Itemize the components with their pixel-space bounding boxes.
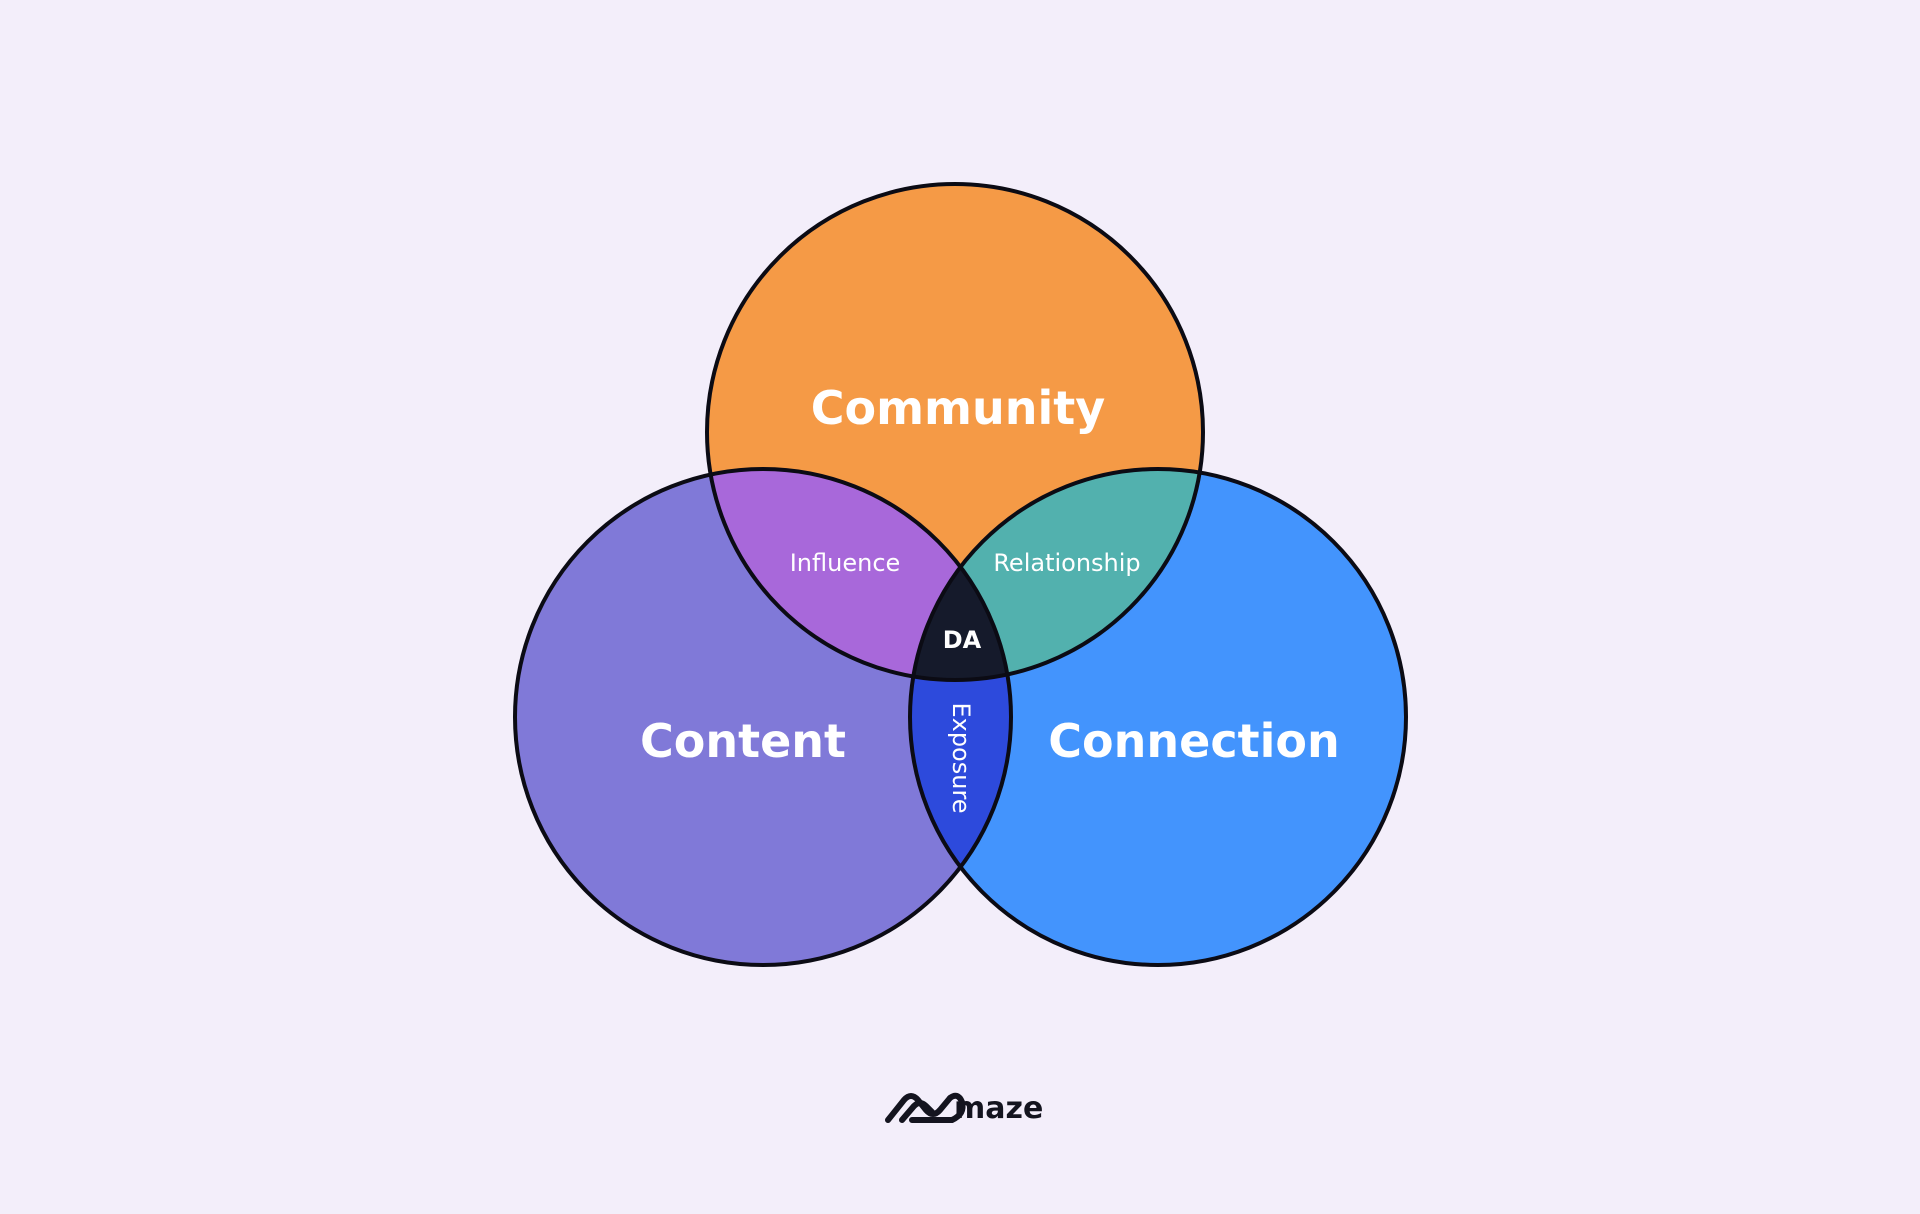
influence-region [707, 469, 1011, 680]
maze-logo-icon [885, 1092, 966, 1123]
circle-outlines [513, 182, 1408, 967]
influence-label: Influence [790, 549, 901, 577]
content-label: Content [640, 714, 846, 768]
community-label: Community [811, 381, 1105, 435]
relationship-region [910, 469, 1203, 680]
center-label: DA [943, 626, 982, 654]
connection-label: Connection [1048, 714, 1339, 768]
brand-logo: maze [885, 1091, 1043, 1126]
exposure-label: Exposure [947, 702, 975, 813]
relationship-label: Relationship [993, 549, 1140, 577]
brand-name: maze [954, 1091, 1043, 1126]
